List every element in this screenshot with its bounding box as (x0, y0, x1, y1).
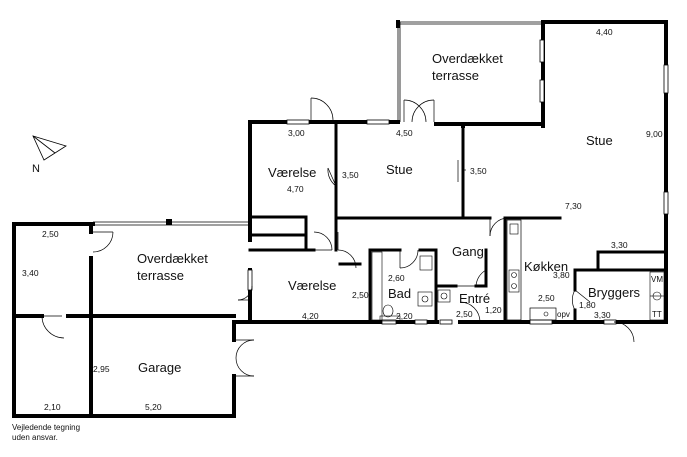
room-vaerelse-top: Værelse (268, 165, 316, 180)
dim-label: 3,30 (611, 240, 628, 250)
dim-label: 3,30 (594, 310, 611, 320)
dimension-labels: 4,40 9,00 3,00 4,50 3,50 3,50 4,70 7,30 … (22, 27, 663, 412)
dim-label: 3,00 (288, 128, 305, 138)
north-label: N (32, 163, 40, 175)
vm-label: VM (651, 275, 663, 284)
dim-label: 2,10 (44, 402, 61, 412)
dim-label: 1,80 (579, 300, 596, 310)
interior-walls (12, 122, 668, 418)
room-entre: Entré (459, 291, 490, 306)
dim-label: 4,70 (287, 184, 304, 194)
opv-label: opv (557, 310, 570, 319)
disclaimer-line2: uden ansvar. (12, 433, 58, 442)
north-arrow-icon (32, 135, 67, 161)
dim-label: 4,20 (302, 311, 319, 321)
room-vaerelse-bottom: Værelse (288, 278, 336, 293)
room-overdaekket-left-line1: Overdækket (137, 251, 208, 266)
dim-label: 2,60 (388, 273, 405, 283)
dim-label: 2,50 (42, 229, 59, 239)
dim-label: 4,40 (596, 27, 613, 37)
room-overdaekket-top-line2: terrasse (432, 68, 479, 83)
dim-label: 3,40 (22, 268, 39, 278)
tt-label: TT (652, 310, 662, 319)
room-koekken: Køkken (524, 259, 568, 274)
dim-label: 2,95 (93, 364, 110, 374)
room-overdaekket-left-line2: terrasse (137, 268, 184, 283)
dim-label: 1,20 (485, 305, 502, 315)
dim-label: 5,20 (145, 402, 162, 412)
dim-label: 9,00 (646, 129, 663, 139)
room-garage: Garage (138, 360, 181, 375)
room-labels: Overdækket terrasse Stue Stue Værelse Ov… (137, 51, 641, 375)
fixtures (371, 219, 665, 322)
room-bryggers: Bryggers (588, 285, 641, 300)
room-stue-big: Stue (586, 133, 613, 148)
room-stue-mid: Stue (386, 162, 413, 177)
dim-label: 4,50 (396, 128, 413, 138)
doors (41, 97, 635, 377)
dim-label: 2,20 (396, 311, 413, 321)
room-bad: Bad (388, 286, 411, 301)
dim-label: 3,50 (342, 170, 359, 180)
room-overdaekket-top-line1: Overdækket (432, 51, 503, 66)
dim-label: 2,50 (352, 290, 369, 300)
dim-label: 2,50 (538, 293, 555, 303)
dim-label: 3,80 (553, 270, 570, 280)
windows (247, 39, 669, 325)
dim-label: 3,50 (470, 166, 487, 176)
room-gang: Gang (452, 244, 484, 259)
dim-label: 2,50 (456, 309, 473, 319)
dim-label: 7,30 (565, 201, 582, 211)
disclaimer-line1: Vejledende tegning (12, 423, 80, 432)
